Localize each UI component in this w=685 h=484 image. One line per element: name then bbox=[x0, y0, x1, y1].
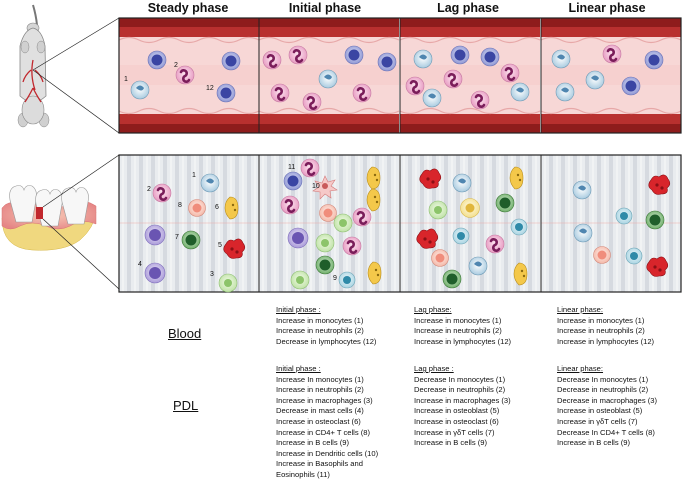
pdl-lag-line: Increase in osteoclast (6) bbox=[414, 416, 499, 426]
blood-lag-line: Increase in lymphocytes (12) bbox=[414, 336, 512, 346]
pdl-initial-line: Increase in Dendritic cells (10) bbox=[276, 448, 379, 458]
blood-lag-heading: Lag phase: bbox=[414, 305, 452, 314]
phase-title-initial: Initial phase bbox=[288, 1, 362, 15]
blood-initial-line: Increase in monocytes (1) bbox=[276, 315, 364, 325]
label-pdl-10: 10 bbox=[312, 183, 320, 190]
pdl-linear-line: Increase in B cells (9) bbox=[557, 438, 631, 448]
pdl-initial-line: Increase in macrophages (3) bbox=[276, 395, 373, 405]
label-pdl-9: 9 bbox=[333, 275, 337, 282]
blood-text-initial: Initial phase : Increase in monocytes (1… bbox=[276, 305, 376, 347]
label-pdl-5: 5 bbox=[218, 242, 222, 249]
pdl-initial-line: Eosinophils (11) bbox=[276, 469, 330, 479]
blood-panels bbox=[118, 17, 682, 134]
phase-title-linear: Linear phase bbox=[568, 1, 646, 15]
pdl-linear-line: Increase in osteoblast (5) bbox=[557, 406, 643, 416]
pdl-lag-line: Decrease in neutrophils (2) bbox=[414, 385, 506, 395]
blood-text-lag: Lag phase: Increase in monocytes (1) Inc… bbox=[414, 305, 511, 347]
blood-initial-line: Increase in neutrophils (2) bbox=[276, 326, 364, 336]
pdl-text-initial: Initial phase : Increase In monocytes (1… bbox=[276, 364, 378, 481]
label-pdl-2: 2 bbox=[147, 186, 151, 193]
label-pdl-1: 1 bbox=[192, 172, 196, 179]
pdl-initial-heading: Initial phase : bbox=[276, 364, 321, 373]
blood-linear-line: Increase in neutrophils (2) bbox=[557, 326, 645, 336]
blood-lag-line: Increase in monocytes (1) bbox=[414, 315, 502, 325]
pdl-lag-line: Decrease In monocytes (1) bbox=[414, 374, 506, 384]
row-label-pdl: PDL bbox=[173, 398, 199, 413]
pdl-initial-line: Increase In monocytes (1) bbox=[276, 374, 364, 384]
panel-numbers: 1 2 12 1 2 3 4 5 6 7 8 9 10 11 bbox=[124, 62, 337, 282]
pdl-lag-heading: Lag phase : bbox=[414, 364, 454, 373]
blood-initial-heading: Initial phase : bbox=[276, 305, 321, 314]
label-pdl-6: 6 bbox=[215, 204, 219, 211]
pdl-linear-line: Decrease In monocytes (1) bbox=[557, 374, 649, 384]
pdl-linear-line: Decrease In CD4+ T cells (8) bbox=[557, 427, 655, 437]
pdl-lag-line: Increase in B cells (9) bbox=[414, 438, 488, 448]
blood-linear-heading: Linear phase: bbox=[557, 305, 604, 314]
label-blood-12: 12 bbox=[206, 85, 214, 92]
pdl-text-lag: Lag phase : Decrease In monocytes (1) De… bbox=[414, 364, 511, 449]
pdl-lag-line: Increase in γδT cells (7) bbox=[414, 427, 495, 437]
blood-linear-line: Increase in lymphocytes (12) bbox=[557, 336, 655, 346]
pdl-linear-heading: Linear phase: bbox=[557, 364, 604, 373]
pdl-linear-line: Increase in γδT cells (7) bbox=[557, 416, 638, 426]
pdl-lag-line: Increase in macrophages (3) bbox=[414, 395, 511, 405]
blood-text-linear: Linear phase: Increase in monocytes (1) … bbox=[557, 305, 654, 347]
label-pdl-4: 4 bbox=[138, 261, 142, 268]
pdl-initial-line: Decrease in mast cells (4) bbox=[276, 406, 364, 416]
pdl-initial-line: Increase in B cells (9) bbox=[276, 438, 350, 448]
label-pdl-11: 11 bbox=[288, 164, 295, 171]
pdl-panels bbox=[117, 153, 683, 294]
label-pdl-7: 7 bbox=[175, 234, 179, 241]
tooth-illustration bbox=[1, 154, 120, 290]
blood-initial-line: Decrease in lymphocytes (12) bbox=[276, 336, 377, 346]
pdl-lag-line: Increase in osteoblast (5) bbox=[414, 406, 500, 416]
label-blood-2: 2 bbox=[174, 62, 178, 69]
blood-lag-line: Increase in neutrophils (2) bbox=[414, 326, 502, 336]
pdl-initial-line: Increase in Basophils and bbox=[276, 459, 363, 469]
phase-title-lag: Lag phase bbox=[437, 1, 499, 15]
pdl-linear-line: Decrease in macrophages (3) bbox=[557, 395, 658, 405]
pdl-initial-line: Increase in neutrophils (2) bbox=[276, 385, 364, 395]
illustration: 1 2 12 1 2 3 4 5 6 7 8 9 10 11 bbox=[1, 4, 683, 294]
label-pdl-3: 3 bbox=[210, 271, 214, 278]
rat-illustration bbox=[17, 4, 120, 134]
pdl-text-linear: Linear phase: Decrease In monocytes (1) … bbox=[557, 364, 657, 449]
row-label-blood: Blood bbox=[168, 326, 202, 341]
pdl-initial-line: Increase in CD4+ T cells (8) bbox=[276, 427, 371, 437]
blood-linear-line: Increase in monocytes (1) bbox=[557, 315, 645, 325]
label-blood-1: 1 bbox=[124, 76, 128, 83]
pdl-initial-line: Increase in osteoclast (6) bbox=[276, 416, 361, 426]
pdl-linear-line: Decrease in neutrophils (2) bbox=[557, 385, 649, 395]
phase-title-steady: Steady phase bbox=[147, 1, 229, 15]
label-pdl-8: 8 bbox=[178, 202, 182, 209]
